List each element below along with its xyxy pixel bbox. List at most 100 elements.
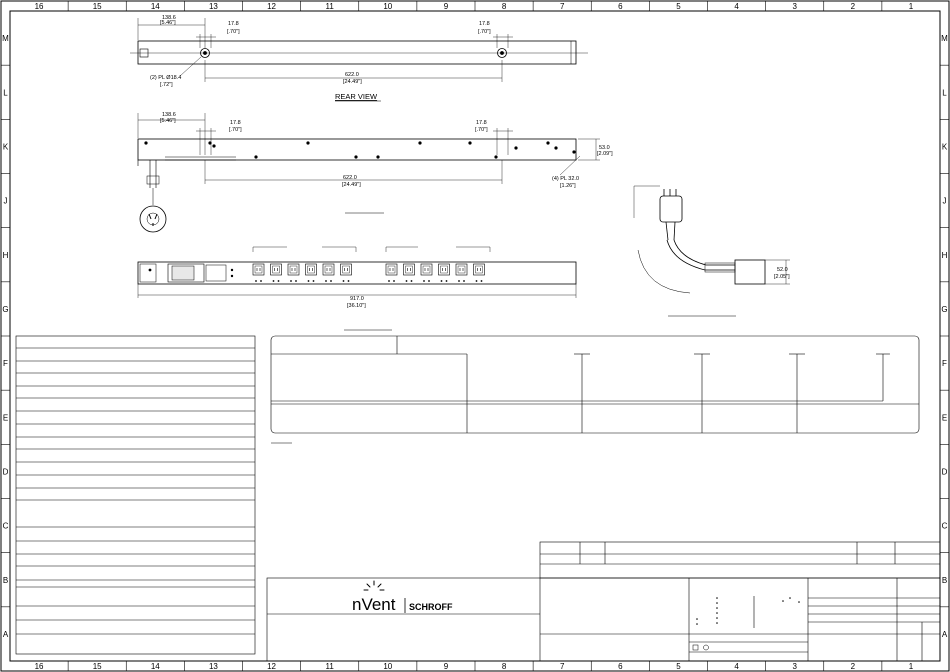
- row-marker: G: [2, 305, 8, 314]
- row-marker: K: [3, 142, 9, 151]
- outlet-receptacle: [385, 263, 398, 282]
- logo-brand: nVent: [352, 595, 396, 614]
- fastener-dot: [354, 155, 358, 159]
- outlet-receptacle: [438, 263, 450, 282]
- row-marker: C: [3, 522, 9, 531]
- title-block-symbols: [692, 597, 800, 651]
- fastener-dot: [208, 141, 212, 145]
- row-marker: F: [3, 359, 8, 368]
- side-dim-small-a: 17.8: [230, 120, 241, 126]
- side-dim-span-in: [24.49"]: [342, 182, 361, 188]
- side-view-body: [137, 138, 577, 161]
- fastener-dot: [468, 141, 472, 145]
- fastener-dot: [144, 141, 148, 145]
- outlet-receptacle: [287, 263, 300, 282]
- column-marker: 12: [267, 2, 276, 11]
- column-marker: 13: [209, 2, 218, 11]
- row-marker: A: [942, 630, 948, 639]
- outlet-receptacle: [340, 263, 352, 282]
- fastener-dot: [494, 155, 498, 159]
- mount-hole-right: [497, 48, 507, 58]
- side-dim-span: 622.0: [343, 175, 357, 181]
- column-marker: 5: [676, 2, 681, 11]
- inlet-body: [734, 259, 766, 285]
- rear-dim-left: 138.6: [162, 15, 176, 21]
- outlet-receptacle: [403, 263, 415, 282]
- row-marker: J: [943, 197, 947, 206]
- plug-face: [139, 205, 167, 233]
- side-view-fasteners: [144, 141, 576, 159]
- side-view: [137, 113, 600, 233]
- column-marker: 4: [734, 662, 739, 671]
- column-marker: 14: [151, 662, 160, 671]
- side-dim-height: 53.0: [599, 145, 610, 151]
- column-marker: 15: [93, 662, 102, 671]
- column-marker: 12: [267, 662, 276, 671]
- plug-dim: 52.0: [777, 267, 788, 273]
- fastener-dot: [554, 146, 558, 150]
- rear-dim-span: 622.0: [345, 72, 359, 78]
- side-slot-note-in: [1.26"]: [560, 183, 576, 189]
- outlet-receptacle: [322, 263, 335, 282]
- rear-dim-small-a: 17.8: [228, 21, 239, 27]
- fastener-dot: [418, 141, 422, 145]
- column-marker: 9: [444, 2, 449, 11]
- column-marker: 14: [151, 2, 160, 11]
- side-dim-height-in: [2.09"]: [597, 151, 613, 157]
- column-marker: 3: [792, 2, 797, 11]
- row-marker: M: [941, 34, 948, 43]
- row-marker: G: [941, 305, 947, 314]
- row-marker: K: [942, 142, 948, 151]
- outlet-receptacle: [420, 263, 433, 282]
- title-block: [266, 541, 941, 662]
- fastener-dot: [546, 141, 550, 145]
- side-dim-small-a-in: [.70"]: [229, 127, 242, 133]
- row-marker: J: [4, 197, 8, 206]
- revision-table: [15, 335, 256, 655]
- rear-view: [130, 18, 588, 82]
- front-dim-length: 917.0: [350, 296, 364, 302]
- plug-cord-detail: [633, 185, 790, 317]
- column-marker: 1: [909, 2, 914, 11]
- mount-hole-left: [200, 48, 210, 58]
- indicator-dot: [230, 268, 234, 272]
- breaker-module: [167, 263, 205, 283]
- column-marker: 9: [444, 662, 449, 671]
- rear-hole-note-in: [.72"]: [160, 82, 173, 88]
- front-dim-length-in: [36.10"]: [347, 303, 366, 309]
- column-marker: 7: [560, 662, 565, 671]
- front-view-body: [137, 261, 577, 285]
- side-slot-note: (4) PL 32.0: [552, 176, 579, 182]
- rear-dim-small-a-in: [.70"]: [227, 29, 240, 35]
- indicator-dot: [148, 268, 152, 272]
- row-marker: B: [3, 576, 8, 585]
- row-marker: D: [3, 467, 9, 476]
- nvent-logo: nVent SCHROFF: [352, 580, 453, 614]
- column-marker: 10: [383, 662, 392, 671]
- row-marker: L: [942, 88, 947, 97]
- column-marker: 5: [676, 662, 681, 671]
- rear-dim-span-in: [24.49"]: [343, 79, 362, 85]
- column-marker: 16: [35, 662, 44, 671]
- outlet-row: [148, 263, 485, 282]
- outlet-receptacle: [473, 263, 485, 282]
- rear-hole-note: (2) PL Ø18.4: [150, 75, 181, 81]
- side-dim-small-b: 17.8: [476, 120, 487, 126]
- rear-dim-small-b-in: [.70"]: [478, 29, 491, 35]
- row-marker: H: [3, 251, 9, 260]
- logo-sub: SCHROFF: [409, 602, 453, 612]
- column-marker: 2: [851, 2, 856, 11]
- side-dim-left: 138.6: [162, 112, 176, 118]
- plug-body: [659, 195, 683, 223]
- rear-view-label: REAR VIEW: [335, 92, 378, 101]
- column-marker: 11: [326, 662, 335, 671]
- column-marker: 3: [792, 662, 797, 671]
- row-marker: E: [3, 413, 8, 422]
- outlet-receptacle: [252, 263, 265, 282]
- outlet-receptacle: [455, 263, 468, 282]
- rear-dim-small-b: 17.8: [479, 21, 490, 27]
- front-view: [137, 246, 577, 331]
